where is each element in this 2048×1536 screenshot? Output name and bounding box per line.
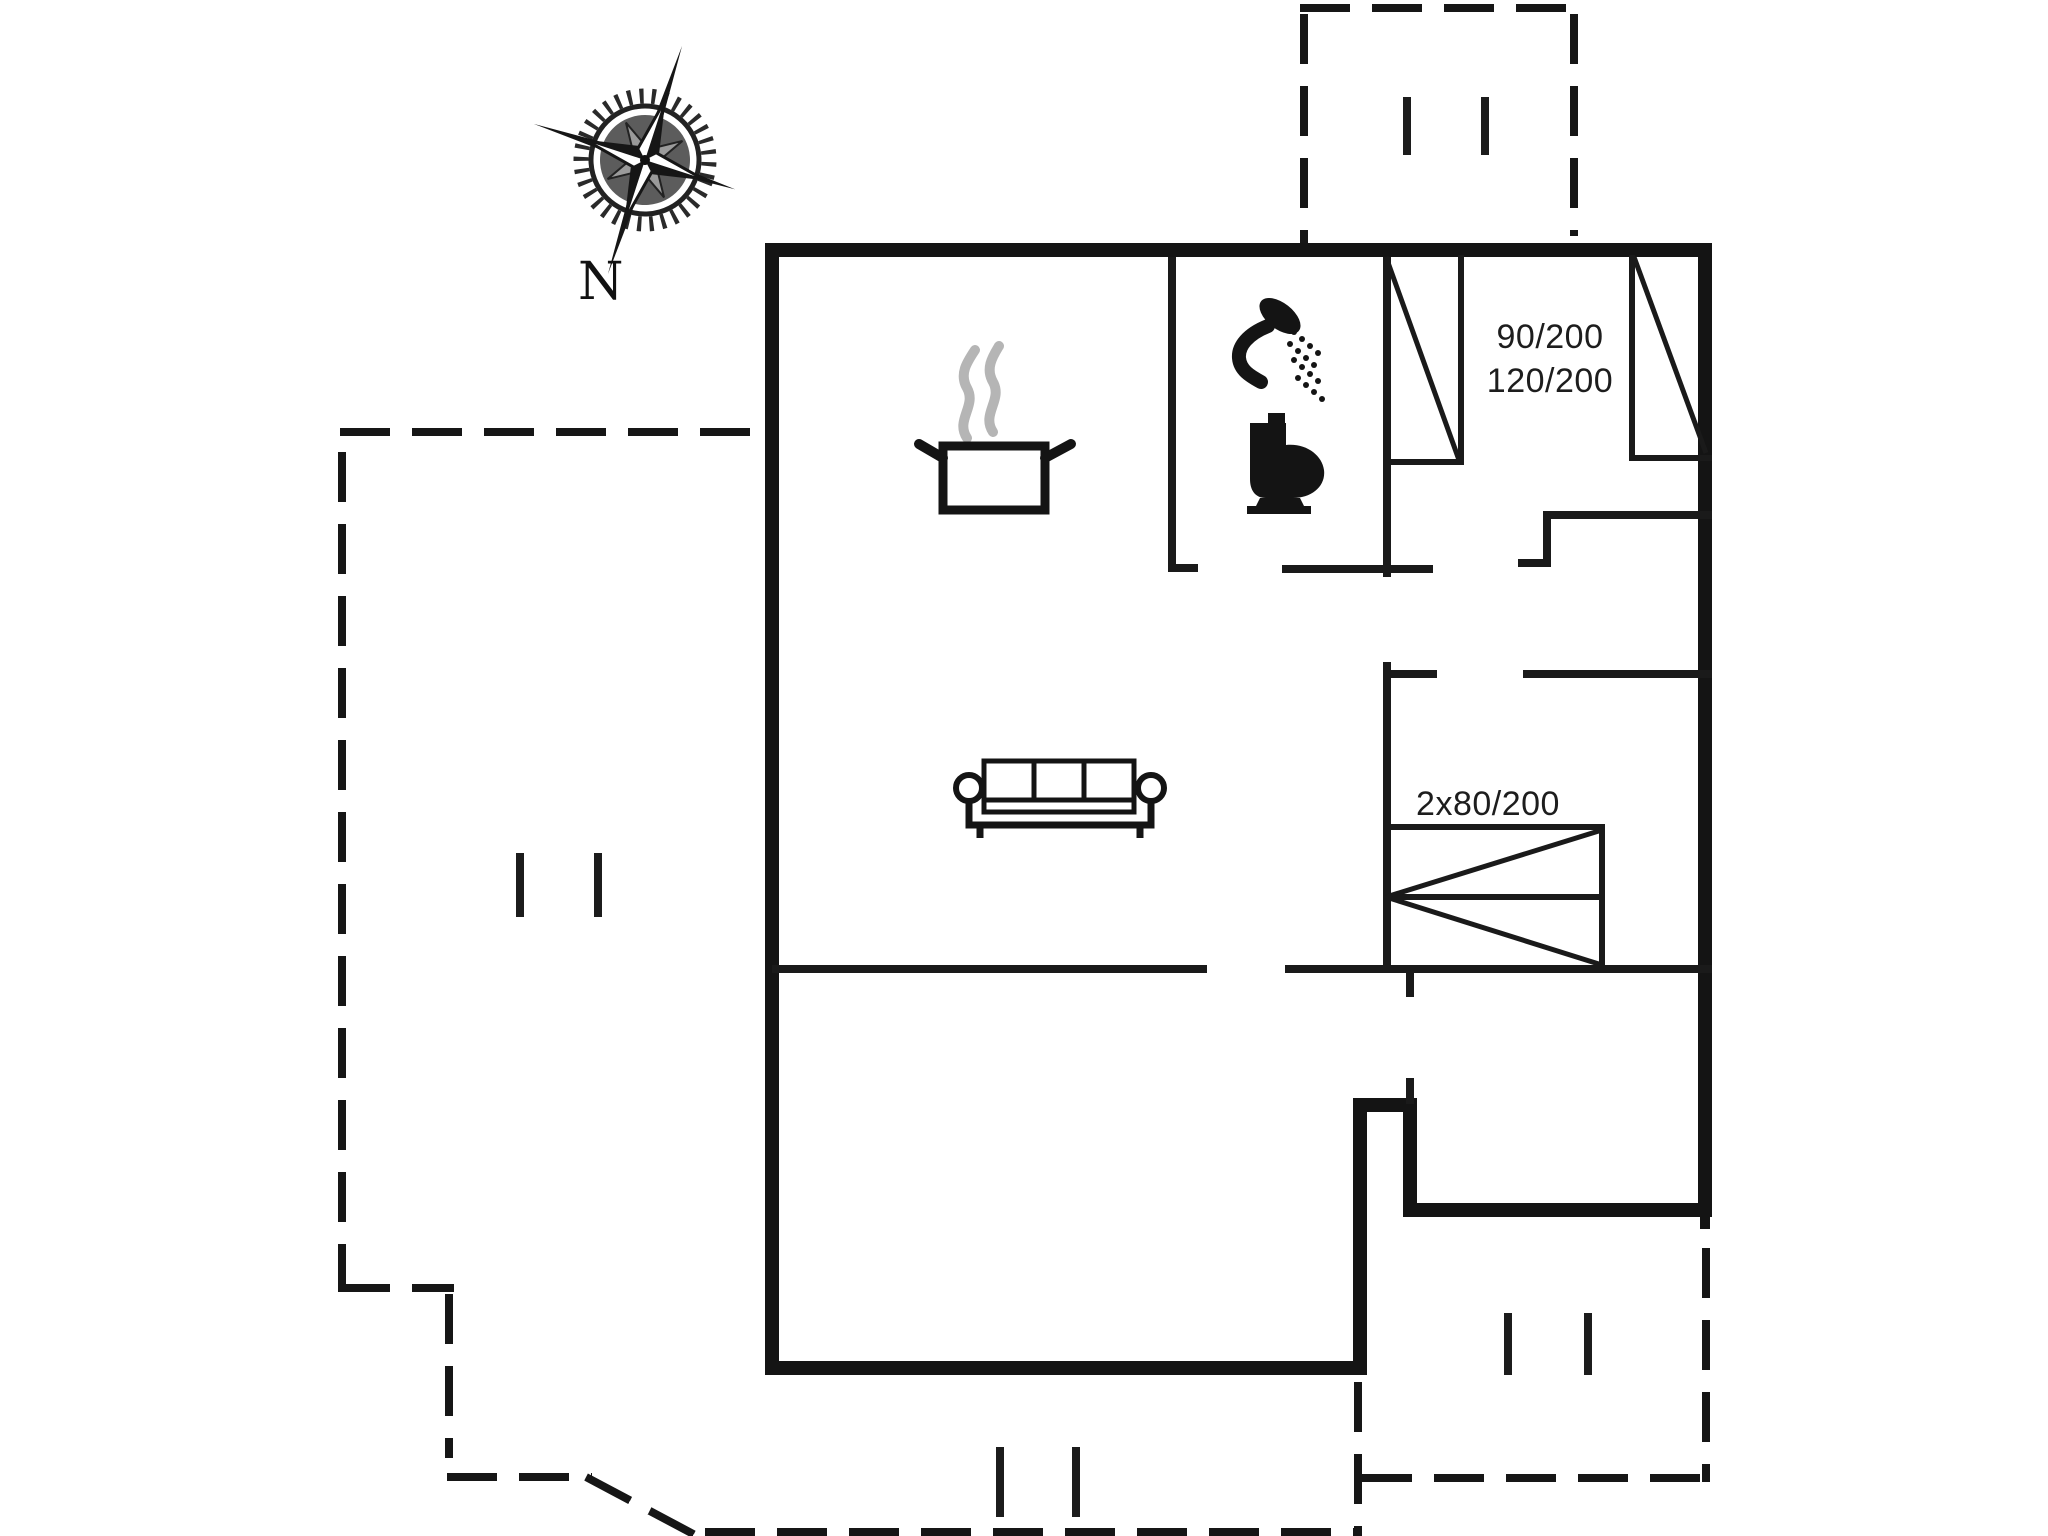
wall-livingroom-bottom <box>772 965 1207 973</box>
bed-icon <box>1383 255 1464 465</box>
wall-step-top <box>1353 1098 1417 1112</box>
wall-exterior-bottom-right <box>1410 1203 1712 1217</box>
terrace-left-step-h1 <box>340 1284 454 1292</box>
window-tick-icon <box>594 853 602 917</box>
wall-bathroom-bottom <box>1282 565 1433 573</box>
wall-bedroom-notch-foot <box>1518 559 1551 567</box>
bedroom-dimension-line1: 90/200 <box>1496 318 1604 356</box>
compass-rose-icon <box>533 45 736 275</box>
compass-north-label: N <box>578 252 624 312</box>
terrace-diagonal-edge <box>584 1473 705 1536</box>
window-tick-icon <box>1584 1313 1592 1375</box>
wall-exterior-right <box>1698 243 1712 1217</box>
wall-exterior-top <box>765 243 1712 257</box>
wall-exterior-bottom <box>765 1361 1367 1375</box>
terrace-left-step-v <box>445 1294 453 1458</box>
wall-step-left-vertical <box>1353 1098 1367 1375</box>
terrace-left-edge <box>338 452 346 1292</box>
window-tick-icon <box>996 1447 1004 1517</box>
wall-kitchen-bathroom-foot <box>1168 564 1198 572</box>
annex-left-edge <box>1300 14 1308 243</box>
terrace-bottom-edge <box>705 1528 1360 1536</box>
window-tick-icon <box>1403 97 1411 155</box>
wall-step-right-vertical <box>1403 1098 1417 1217</box>
window-tick-icon <box>516 853 524 917</box>
wall-entry-jamb-top <box>1406 973 1414 997</box>
window-tick-icon <box>1504 1313 1512 1375</box>
terrace-left-top-edge <box>340 428 765 436</box>
wall-entry-jamb-bottom <box>1406 1078 1414 1104</box>
wall-bedroom-bottom <box>1547 511 1712 519</box>
window-tick-icon <box>1481 97 1489 155</box>
wall-bathroom-right <box>1383 257 1391 577</box>
bed-icon <box>1629 255 1712 461</box>
wall-bunkroom-left <box>1383 662 1391 972</box>
cooking-pot-icon <box>914 341 1076 515</box>
sofa-icon <box>953 758 1167 838</box>
bunkroom-dimension: 2x80/200 <box>1416 785 1560 823</box>
annex-top-edge <box>1300 4 1580 12</box>
annex-right-edge <box>1570 14 1578 236</box>
wall-right-end-tick <box>1700 1217 1710 1229</box>
wall-kitchen-bathroom <box>1168 257 1176 567</box>
terrace-left-step-h2 <box>447 1473 592 1481</box>
bunk-bed-icon <box>1383 824 1605 971</box>
steam-icon <box>958 345 980 443</box>
toilet-icon <box>1247 413 1325 514</box>
bedroom-dimension-line2: 120/200 <box>1486 362 1614 400</box>
terrace-bottom-right-edge <box>1362 1474 1710 1482</box>
wall-bedroom-notch-vertical <box>1543 511 1551 567</box>
steam-icon <box>984 341 1004 437</box>
terrace-bottom-right-side <box>1702 1248 1710 1482</box>
wall-exterior-left <box>765 243 779 1375</box>
wall-hall-top-right <box>1523 670 1712 678</box>
wall-hall-top-left <box>1383 670 1437 678</box>
terrace-bottom-divider <box>1354 1382 1362 1536</box>
shower-icon <box>1232 298 1325 402</box>
window-tick-icon <box>1072 1447 1080 1517</box>
